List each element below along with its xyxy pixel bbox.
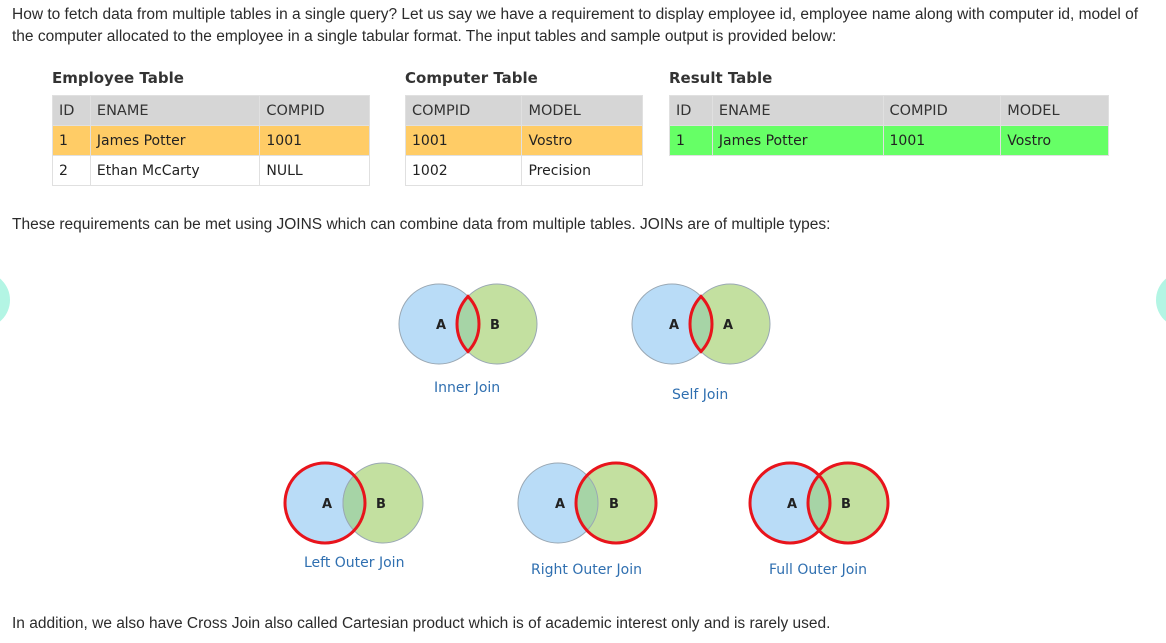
table-cell: NULL xyxy=(259,155,370,186)
table-cell: 1 xyxy=(669,125,713,156)
table-header-cell: MODEL xyxy=(1000,95,1109,126)
table-header-row: COMPID MODEL xyxy=(404,95,643,126)
set-left-label: A xyxy=(555,497,565,512)
left-outer-join-caption: Left Outer Join xyxy=(304,555,405,571)
table-cell: James Potter xyxy=(89,125,261,156)
employee-table: ID ENAME COMPID 1 James Potter 1001 2 Et… xyxy=(52,95,370,186)
table-header-cell: COMPID xyxy=(404,95,523,126)
table-header-cell: ENAME xyxy=(711,95,884,126)
right-outer-join-caption: Right Outer Join xyxy=(531,562,642,578)
full-outer-join-caption: Full Outer Join xyxy=(769,562,868,578)
edge-circle-left xyxy=(0,272,10,328)
joins-paragraph: These requirements can be met using JOIN… xyxy=(12,216,831,233)
table-header-row: ID ENAME COMPID MODEL xyxy=(669,95,1109,126)
table-cell: James Potter xyxy=(711,125,884,156)
table-cell: Vostro xyxy=(521,125,643,156)
set-left-label: A xyxy=(322,497,332,512)
employee-table-title: Employee Table xyxy=(52,69,184,87)
table-cell: 1 xyxy=(52,125,91,156)
intro-paragraph: How to fetch data from multiple tables i… xyxy=(12,6,1139,45)
table-cell: 1001 xyxy=(404,125,523,156)
result-table-title: Result Table xyxy=(669,69,773,87)
set-right-label: A xyxy=(723,318,733,333)
self-join-caption: Self Join xyxy=(672,387,729,403)
right-circle-highlight xyxy=(574,461,658,545)
inner-join-caption: Inner Join xyxy=(434,380,501,396)
table-header-cell: ID xyxy=(52,95,91,126)
table-row: 1 James Potter 1001 xyxy=(52,125,370,156)
intersection-highlight xyxy=(688,294,714,354)
intersection-highlight xyxy=(455,294,481,354)
table-row: 1002 Precision xyxy=(404,155,643,186)
set-left-label: A xyxy=(669,318,679,333)
table-header-cell: COMPID xyxy=(882,95,1002,126)
table-cell: 2 xyxy=(52,155,91,186)
set-right-label: B xyxy=(609,497,619,512)
table-cell: Vostro xyxy=(1000,125,1109,156)
table-header-cell: ENAME xyxy=(89,95,261,126)
table-cell: 1001 xyxy=(259,125,370,156)
computer-table-title: Computer Table xyxy=(405,69,538,87)
table-cell: Ethan McCarty xyxy=(89,155,261,186)
table-row: 1001 Vostro xyxy=(404,125,643,156)
result-table: ID ENAME COMPID MODEL 1 James Potter 100… xyxy=(669,95,1109,156)
table-header-cell: ID xyxy=(669,95,713,126)
table-cell: Precision xyxy=(521,155,643,186)
set-right-label: B xyxy=(490,318,500,333)
cross-join-paragraph: In addition, we also have Cross Join als… xyxy=(12,615,831,632)
table-header-cell: COMPID xyxy=(259,95,370,126)
table-cell: 1002 xyxy=(404,155,523,186)
right-circle-highlight xyxy=(806,461,890,545)
left-circle-highlight xyxy=(748,461,832,545)
table-cell: 1001 xyxy=(882,125,1002,156)
table-row: 1 James Potter 1001 Vostro xyxy=(669,125,1109,156)
table-row: 2 Ethan McCarty NULL xyxy=(52,155,370,186)
set-right-label: B xyxy=(841,497,851,512)
table-header-row: ID ENAME COMPID xyxy=(52,95,370,126)
set-left-label: A xyxy=(787,497,797,512)
set-right-label: B xyxy=(376,497,386,512)
table-header-cell: MODEL xyxy=(521,95,643,126)
left-circle-highlight xyxy=(283,461,367,545)
edge-circle-right xyxy=(1156,272,1166,328)
set-left-label: A xyxy=(436,318,446,333)
computer-table: COMPID MODEL 1001 Vostro 1002 Precision xyxy=(404,95,643,186)
